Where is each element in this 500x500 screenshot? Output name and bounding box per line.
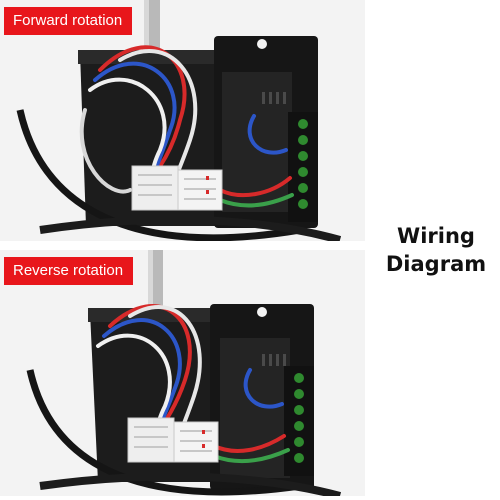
forward-rotation-label: Forward rotation xyxy=(4,7,133,35)
motor-photo xyxy=(0,0,365,241)
motor-photo xyxy=(0,250,365,496)
title-line-1: Wiring xyxy=(397,224,475,248)
wiring-diagram-title: Wiring Diagram xyxy=(372,222,500,278)
reverse-rotation-label: Reverse rotation xyxy=(4,257,134,285)
forward-rotation-panel: Forward rotation xyxy=(0,0,365,241)
reverse-rotation-panel: Reverse rotation xyxy=(0,250,365,496)
title-line-2: Diagram xyxy=(385,252,487,276)
